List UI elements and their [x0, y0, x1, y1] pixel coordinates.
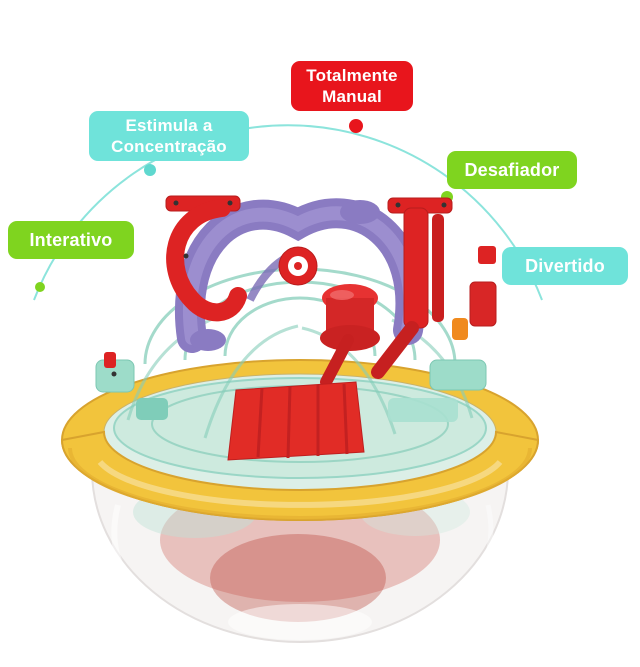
- dot-teal-icon: [144, 164, 156, 176]
- callout-totalmente-manual: Totalmente Manual: [291, 61, 413, 111]
- yellow-ring-front: [60, 430, 540, 521]
- callout-divertido: Divertido: [502, 247, 628, 285]
- dot-green-left-icon: [35, 282, 45, 292]
- screws: [111, 200, 447, 377]
- dot-red-icon: [349, 119, 363, 133]
- callout-arc: [33, 124, 543, 301]
- callout-estimula-concentracao: Estimula a Concentração: [89, 111, 249, 161]
- callout-desafiador: Desafiador: [447, 151, 577, 189]
- callout-interativo: Interativo: [8, 221, 134, 259]
- red-maze-pieces: [104, 195, 497, 461]
